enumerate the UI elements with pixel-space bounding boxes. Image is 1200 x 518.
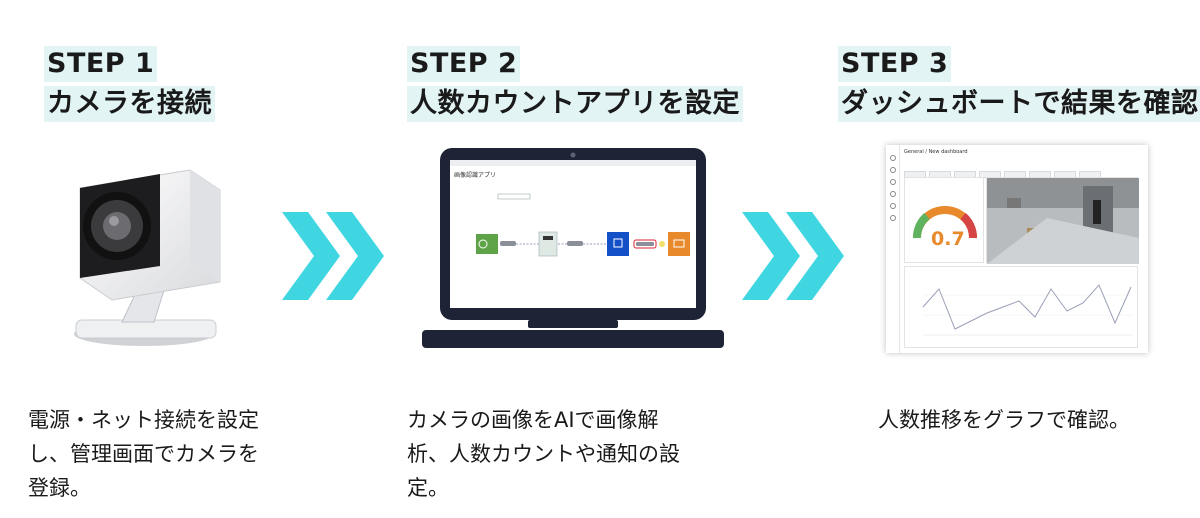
gauge-panel: 0.7 — [904, 177, 984, 263]
step-3-header: STEP 3 ダッシュボートで結果を確認 — [838, 46, 1200, 122]
gauge-value: 0.7 — [931, 228, 965, 250]
step-1-header: STEP 1 カメラを接続 — [44, 46, 215, 122]
step-3-title: ダッシュボートで結果を確認 — [838, 86, 1200, 122]
step-2-title: 人数カウントアプリを設定 — [407, 86, 743, 122]
description-line: 定。 — [407, 476, 449, 500]
camera-image — [74, 169, 221, 346]
step-2-label: STEP 2 — [407, 46, 521, 82]
description-line: 電源・ネット接続を設定 — [28, 408, 259, 432]
camera-feed-image — [987, 178, 1139, 264]
laptop-app-title: 画像認識アプリ — [454, 171, 496, 179]
dashboard-image: General / New dashboard 0.7 — [886, 145, 1148, 353]
description-line: し、管理画面でカメラを — [28, 442, 259, 466]
step-1-label: STEP 1 — [44, 46, 158, 82]
description-line: 登録。 — [28, 476, 91, 500]
description-line: 析、人数カウントや通知の設 — [407, 442, 680, 466]
people-count-line-chart — [922, 284, 1133, 336]
camera-feed-panel — [986, 177, 1139, 264]
gauge-chart — [913, 206, 977, 239]
dashboard-breadcrumb: General / New dashboard — [904, 149, 968, 155]
dashboard-sidebar — [886, 145, 900, 353]
chevron-right-icon — [282, 212, 384, 300]
laptop-image: 画像認識アプリ — [422, 148, 724, 348]
line-chart-panel — [904, 266, 1138, 348]
step-2-description: カメラの画像をAIで画像解 析、人数カウントや通知の設 定。 — [407, 403, 680, 505]
step-1-description: 電源・ネット接続を設定 し、管理画面でカメラを 登録。 — [28, 403, 259, 505]
step-3-description: 人数推移をグラフで確認。 — [878, 403, 1130, 437]
chevron-right-icon — [742, 212, 844, 300]
step-2-header: STEP 2 人数カウントアプリを設定 — [407, 46, 743, 122]
step-3-label: STEP 3 — [838, 46, 952, 82]
description-line: カメラの画像をAIで画像解 — [407, 408, 659, 432]
step-1-title: カメラを接続 — [44, 86, 215, 122]
description-line: 人数推移をグラフで確認。 — [878, 408, 1130, 432]
dashboard-variables — [904, 163, 1142, 178]
